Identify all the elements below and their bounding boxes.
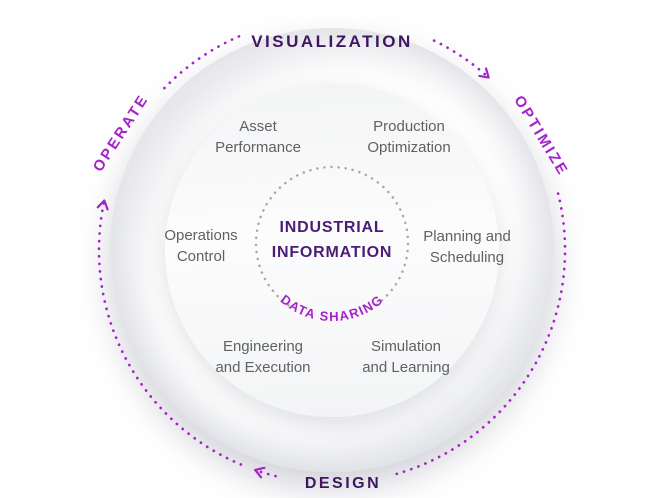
category-planning-scheduling: Planning and Scheduling — [423, 226, 511, 268]
category-text: Scheduling — [429, 249, 505, 266]
category-simulation-learning: Simulation and Learning — [362, 336, 450, 378]
category-text: and Execution — [215, 359, 311, 376]
cycle-label-design: DESIGN — [304, 475, 382, 492]
category-text: Production — [373, 118, 445, 135]
category-text: Operations — [164, 227, 238, 244]
center-title-line1: INDUSTRIAL — [279, 219, 385, 237]
category-text: Performance — [215, 139, 301, 156]
category-text: Control — [176, 248, 226, 265]
center-title-line2: INFORMATION — [271, 244, 393, 261]
category-text: Engineering — [222, 338, 304, 355]
category-text: Planning and — [423, 228, 511, 245]
category-engineering-execution: Engineering and Execution — [215, 336, 310, 378]
category-text: Simulation — [370, 338, 442, 355]
category-text: Asset — [239, 118, 277, 135]
center-title: INDUSTRIAL INFORMATION — [272, 216, 393, 266]
cycle-label-visualization: VISUALIZATION — [251, 32, 413, 51]
cycle-arrow-design-to-operate-icon — [254, 466, 277, 479]
category-production-optimization: Production Optimization — [367, 116, 450, 158]
category-asset-performance: Asset Performance — [215, 116, 301, 158]
category-text: Optimization — [367, 139, 451, 156]
category-operations-control: Operations Control — [164, 225, 237, 267]
category-text: and Learning — [362, 359, 450, 376]
